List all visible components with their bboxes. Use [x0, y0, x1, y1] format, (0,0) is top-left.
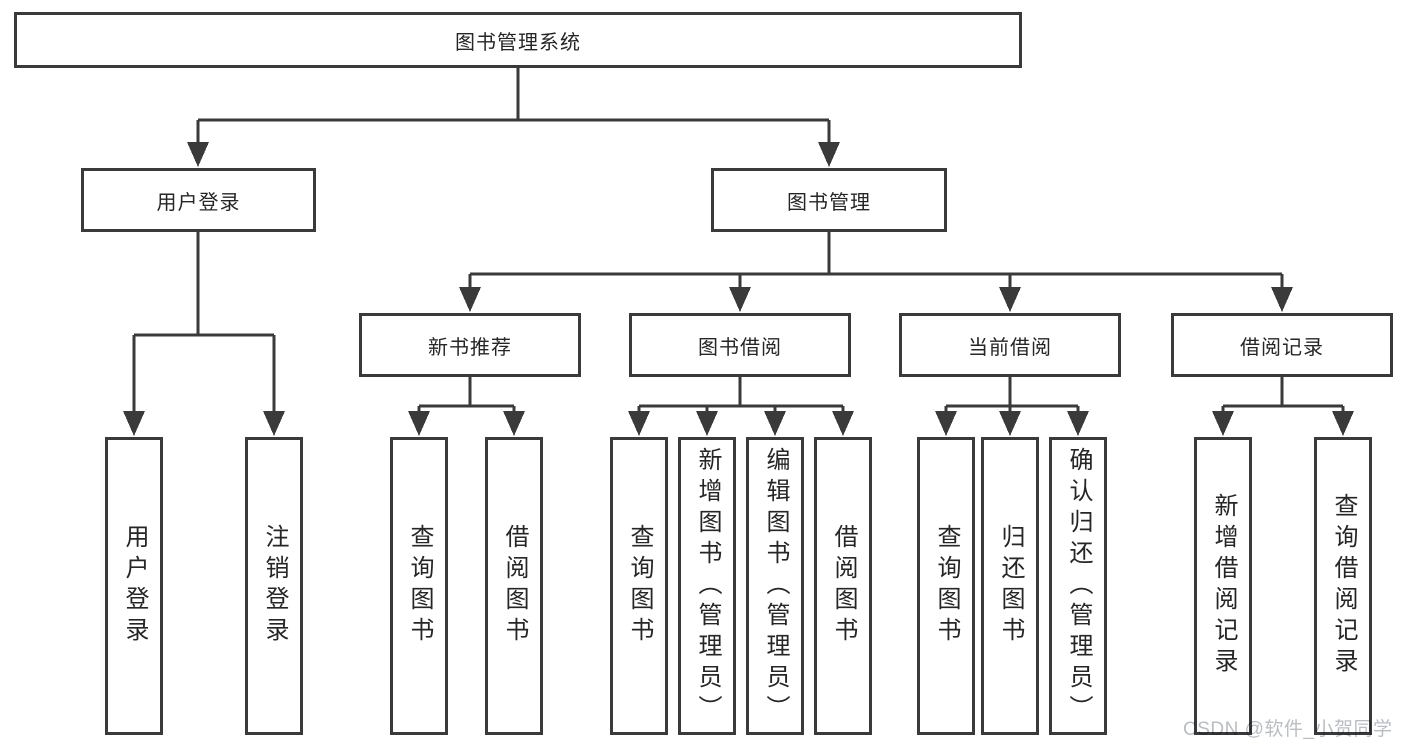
- node-leaf-return-book: 归还图书: [981, 437, 1039, 735]
- arrowhead: [818, 142, 840, 167]
- node-borrowing-records: 借阅记录: [1171, 313, 1393, 377]
- arrowhead: [1332, 411, 1354, 436]
- node-library-management-system: 图书管理系统: [14, 12, 1022, 68]
- node-current-borrowing: 当前借阅: [899, 313, 1121, 377]
- arrowhead: [459, 287, 481, 312]
- leaf-label: 新增借阅记录: [1210, 493, 1237, 679]
- leaf-label: 借阅图书: [830, 524, 857, 648]
- leaf-label: 借阅图书: [501, 524, 528, 648]
- arrowhead: [935, 411, 957, 436]
- leaf-label: 查询借阅记录: [1330, 493, 1357, 679]
- arrowhead: [999, 287, 1021, 312]
- arrowhead: [999, 411, 1021, 436]
- node-leaf-confirm-return-admin: 确认归还（管理员）: [1049, 437, 1107, 735]
- arrowhead: [503, 411, 525, 436]
- leaf-label: 用户登录: [121, 524, 148, 648]
- node-leaf-query-books-current: 查询图书: [917, 437, 975, 735]
- node-leaf-edit-book-admin: 编辑图书（管理员）: [746, 437, 804, 735]
- node-user-login-branch: 用户登录: [81, 168, 316, 232]
- arrowhead: [123, 411, 145, 436]
- arrowhead: [1067, 411, 1089, 436]
- arrowhead: [1212, 411, 1234, 436]
- leaf-label: 注销登录: [261, 524, 288, 648]
- arrowhead: [408, 411, 430, 436]
- node-leaf-add-borrow-record: 新增借阅记录: [1194, 437, 1252, 735]
- arrowhead: [187, 142, 209, 167]
- node-leaf-logout: 注销登录: [245, 437, 303, 735]
- node-book-borrowing: 图书借阅: [629, 313, 851, 377]
- leaf-label: 归还图书: [997, 524, 1024, 648]
- node-leaf-add-book-admin: 新增图书（管理员）: [678, 437, 736, 735]
- node-new-book-recommendation: 新书推荐: [359, 313, 581, 377]
- arrowhead: [764, 411, 786, 436]
- arrowhead: [628, 411, 650, 436]
- leaf-label: 查询图书: [626, 524, 653, 648]
- arrowhead: [263, 411, 285, 436]
- arrowhead: [832, 411, 854, 436]
- leaf-label: 新增图书（管理员）: [694, 446, 721, 726]
- node-leaf-query-borrow-record: 查询借阅记录: [1314, 437, 1372, 735]
- leaf-label: 编辑图书（管理员）: [762, 446, 789, 726]
- leaf-label: 查询图书: [933, 524, 960, 648]
- leaf-label: 确认归还（管理员）: [1065, 446, 1092, 726]
- leaf-label: 查询图书: [406, 524, 433, 648]
- arrowhead: [729, 287, 751, 312]
- node-leaf-query-books-recommend: 查询图书: [390, 437, 448, 735]
- csdn-watermark: CSDN @软件_小贺同学: [1183, 719, 1393, 740]
- node-leaf-query-books-borrow: 查询图书: [610, 437, 668, 735]
- arrowhead: [696, 411, 718, 436]
- node-leaf-user-login: 用户登录: [105, 437, 163, 735]
- node-leaf-borrow-books-recommend: 借阅图书: [485, 437, 543, 735]
- node-leaf-borrow-books: 借阅图书: [814, 437, 872, 735]
- arrowhead: [1271, 287, 1293, 312]
- node-book-management-branch: 图书管理: [711, 168, 947, 232]
